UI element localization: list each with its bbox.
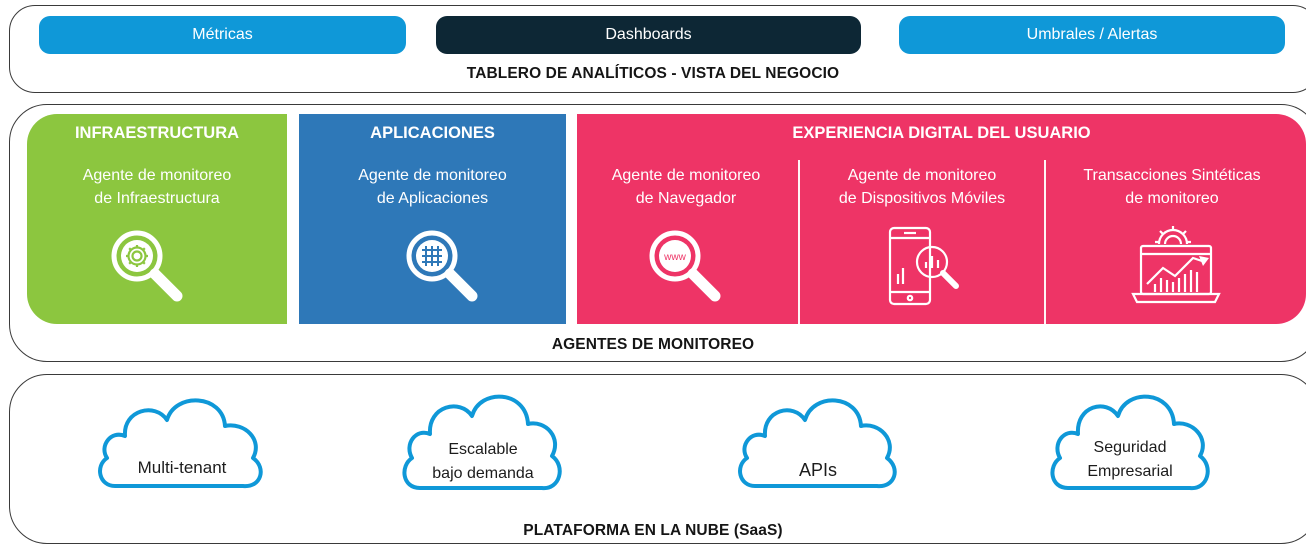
browser-agent-label: Agente de monitoreo de Navegador xyxy=(611,167,761,207)
divider xyxy=(1044,160,1046,324)
grid-magnifier-icon xyxy=(406,230,478,302)
www-magnifier-icon: www xyxy=(649,230,721,302)
cloud-label: APIs xyxy=(798,460,837,480)
dashboards-button[interactable]: Dashboards xyxy=(436,16,861,54)
svg-text:www: www xyxy=(663,252,686,263)
mobile-analytics-icon xyxy=(888,226,959,306)
cloud-icon xyxy=(98,398,263,489)
cloud-label: Seguridad Empresarial xyxy=(1087,439,1173,480)
cloud-icon xyxy=(738,398,897,489)
scalable-cloud: Escalable bajo demanda xyxy=(398,380,568,505)
cloud-label: Multi-tenant xyxy=(137,458,227,477)
digital-experience-block: EXPERIENCIA DIGITAL DEL USUARIO Agente d… xyxy=(577,114,1306,324)
synthetic-laptop-icon xyxy=(1131,226,1221,304)
applications-block: APLICACIONES Agente de monitoreo de Apli… xyxy=(299,114,566,324)
gear-magnifier-icon xyxy=(111,230,183,302)
infrastructure-block: INFRAESTRUCTURA Agente de monitoreo de I… xyxy=(27,114,287,324)
monitoring-agents-caption: AGENTES DE MONITOREO xyxy=(551,336,755,353)
applications-agent-label: Agente de monitoreo de Aplicaciones xyxy=(358,167,507,207)
divider xyxy=(798,160,800,324)
cloud-label: Escalable bajo demanda xyxy=(432,441,534,482)
metrics-button[interactable]: Métricas xyxy=(39,16,406,54)
infrastructure-agent-label: Agente de monitoreo de Infraestructura xyxy=(82,167,232,207)
digital-experience-title: EXPERIENCIA DIGITAL DEL USUARIO xyxy=(792,124,1091,142)
cloud-icon xyxy=(402,394,562,491)
apis-cloud: APIs xyxy=(733,382,903,507)
enterprise-security-cloud: Seguridad Empresarial xyxy=(1046,378,1216,505)
infrastructure-title: INFRAESTRUCTURA xyxy=(74,124,240,142)
applications-title: APLICACIONES xyxy=(370,124,495,142)
thresholds-alerts-button[interactable]: Umbrales / Alertas xyxy=(899,16,1285,54)
cloud-platform-caption: PLATAFORMA EN LA NUBE (SaaS) xyxy=(523,522,783,539)
synthetic-transactions-label: Transacciones Sintéticas de monitoreo xyxy=(1083,167,1261,207)
business-view-caption: TABLERO DE ANALÍTICOS - VISTA DEL NEGOCI… xyxy=(466,65,840,82)
cloud-icon xyxy=(1050,394,1210,491)
mobile-agent-label: Agente de monitoreo de Dispositivos Móvi… xyxy=(838,167,1006,207)
multi-tenant-cloud: Multi-tenant xyxy=(93,382,273,507)
